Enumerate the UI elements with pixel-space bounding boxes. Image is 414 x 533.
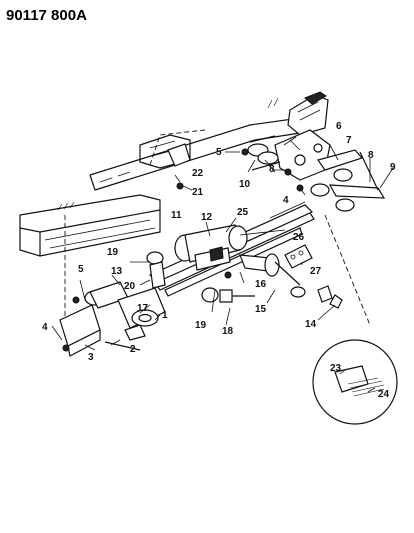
- callout-20: 20: [124, 281, 136, 292]
- callout-5-upper: 5: [216, 147, 222, 158]
- lower-frame-member: [19, 194, 161, 325]
- callout-11: 11: [171, 210, 182, 221]
- callout-24: 24: [378, 389, 390, 400]
- callout-14: 14: [305, 319, 317, 330]
- callout-1: 1: [162, 310, 168, 321]
- callout-3: 3: [88, 352, 94, 363]
- axle-shaft: [239, 253, 301, 286]
- shackle-bracket: [274, 129, 331, 181]
- clip-bracket-22: [167, 143, 191, 190]
- leader-lines: [51, 136, 394, 351]
- callout-18: 18: [222, 326, 234, 337]
- callout-10: 10: [239, 179, 251, 190]
- callout-19-lower: 19: [195, 320, 207, 331]
- callout-17: 17: [137, 303, 149, 314]
- shackle-assembly: [310, 149, 386, 212]
- axle-housing: [174, 224, 248, 271]
- spring-plate: [284, 244, 343, 309]
- callout-13: 13: [111, 266, 123, 277]
- upper-hanger-bracket: [267, 91, 329, 136]
- callout-8-right: 8: [368, 150, 374, 161]
- upper-bushings: [241, 135, 304, 192]
- callout-5-lower: 5: [78, 264, 84, 275]
- callout-22: 22: [192, 168, 204, 179]
- callout-19-upper: 19: [107, 247, 119, 258]
- callout-9: 9: [390, 162, 396, 173]
- callout-4-upper: 4: [283, 195, 289, 206]
- callout-2: 2: [130, 344, 136, 355]
- callout-23: 23: [330, 363, 342, 374]
- callout-26: 26: [293, 232, 305, 243]
- front-hanger-assembly: [59, 281, 166, 357]
- callout-12: 12: [201, 212, 213, 223]
- callout-21: 21: [192, 187, 204, 198]
- callout-15: 15: [255, 304, 267, 315]
- callout-25: 25: [237, 207, 249, 218]
- diagram-code: 90117 800A: [6, 7, 87, 24]
- detail-inset: [312, 339, 398, 425]
- callout-8-left: 8: [269, 164, 275, 175]
- callout-4-lower: 4: [42, 322, 48, 333]
- callout-labels: 1 2 3 4 4 5 5 6 7 8 8 9 10 11 12 13 14 1…: [42, 121, 396, 400]
- callout-27: 27: [310, 266, 322, 277]
- callout-16: 16: [255, 279, 267, 290]
- callout-7: 7: [346, 135, 352, 146]
- callout-6: 6: [336, 121, 342, 132]
